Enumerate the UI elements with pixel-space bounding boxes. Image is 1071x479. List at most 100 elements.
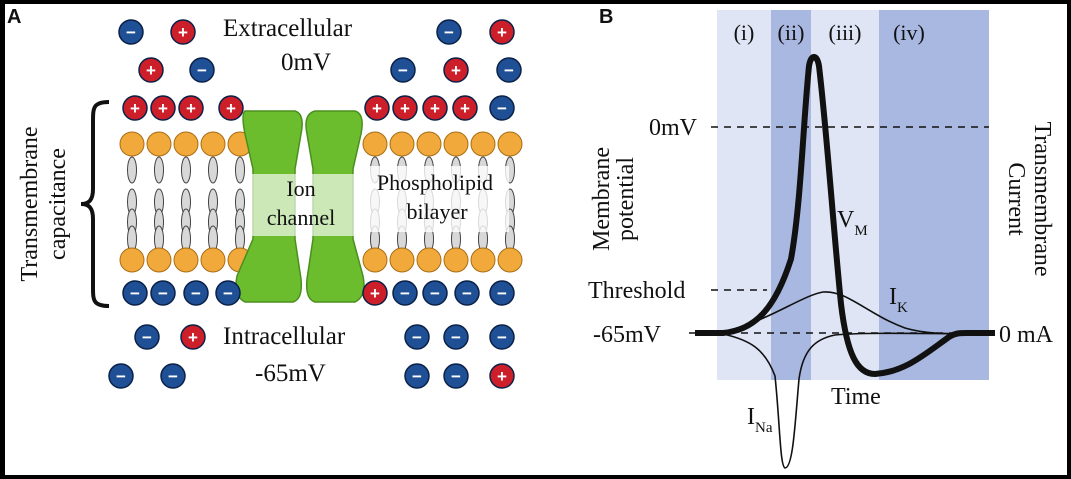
lipid-head (443, 247, 469, 273)
positive-ion (178, 95, 204, 121)
negative-ion-sign: − (398, 61, 408, 80)
negative-ion-sign: − (451, 328, 461, 347)
lipid-head (389, 247, 415, 273)
lipid-head (389, 131, 415, 157)
negative-ion-sign: − (116, 367, 126, 386)
negative-ion-sign: − (412, 367, 422, 386)
negative-ion-sign: − (400, 284, 410, 303)
negative-ion-sign: − (451, 367, 461, 386)
negative-ion (496, 57, 522, 83)
lipid-head (470, 131, 496, 157)
positive-ion-sign: + (186, 99, 196, 118)
ina-label: INa (747, 404, 773, 436)
bilayer-label-line1: Phospholipid (377, 170, 493, 195)
vm-label-main: V (837, 207, 855, 233)
negative-ion (150, 280, 176, 306)
positive-ion (422, 95, 448, 121)
lipid-head (146, 131, 172, 157)
negative-ion (422, 280, 448, 306)
negative-ion-sign: − (130, 284, 140, 303)
negative-ion-sign: − (504, 61, 514, 80)
negative-ion (489, 95, 515, 121)
negative-ion (122, 280, 148, 306)
negative-ion (454, 280, 480, 306)
positive-ion-sign: + (158, 99, 168, 118)
phase-label-i: (i) (734, 20, 755, 45)
negative-ion (183, 280, 209, 306)
time-label: Time (831, 384, 881, 410)
ion-channel: Ion channel (235, 110, 365, 303)
lipid-tail (127, 156, 137, 184)
negative-ion (436, 19, 462, 45)
positive-ion-sign: + (370, 284, 380, 303)
negative-ion-sign: − (142, 328, 152, 347)
positive-ion-sign: + (451, 61, 461, 80)
negative-ion (215, 280, 241, 306)
extracellular-label: Extracellular (223, 15, 353, 42)
lipid-head (119, 247, 145, 273)
negative-ion-sign: − (497, 99, 507, 118)
positive-ion (489, 19, 515, 45)
lipid-head (416, 247, 442, 273)
negative-ion-sign: − (444, 23, 454, 42)
figure-panel: A Extracellular 0mV Intracellular -65mV … (5, 4, 1067, 475)
positive-ion-sign: + (372, 99, 382, 118)
negative-ion-sign: − (223, 284, 233, 303)
resting-potential-label: -65mV (593, 322, 662, 348)
ion-channel-label-line2: channel (267, 205, 335, 230)
lipid-tail (208, 156, 218, 184)
positive-ion (218, 95, 244, 121)
capacitance-label-line1: Transmembrane (17, 126, 43, 281)
bilayer-label-backdrop (367, 166, 509, 232)
negative-ion (489, 324, 515, 350)
phase-background-ii (771, 10, 811, 380)
lipid-head (416, 131, 442, 157)
positive-ion (180, 324, 206, 350)
extracellular-voltage: 0mV (281, 49, 331, 76)
negative-ion (443, 363, 469, 389)
intracellular-voltage: -65mV (255, 360, 326, 387)
ina-label-subscript: Na (755, 420, 773, 436)
zero-ma-label: 0 mA (999, 322, 1054, 348)
threshold-label: Threshold (588, 278, 685, 304)
positive-ion (138, 57, 164, 83)
lipid-head (497, 247, 523, 273)
ion-channel-label-backdrop (249, 174, 365, 236)
positive-ion-sign: + (146, 61, 156, 80)
negative-ion-sign: − (197, 61, 207, 80)
positive-ion (362, 280, 388, 306)
membrane-potential-axis-label: Membrane potential (589, 147, 639, 251)
negative-ion-sign: − (430, 284, 440, 303)
panel-a-letter: A (7, 6, 21, 28)
positive-ion-sign: + (497, 23, 507, 42)
ik-label-main: I (889, 284, 897, 310)
negative-ion (134, 324, 160, 350)
negative-ion-sign: − (158, 284, 168, 303)
zero-mv-label: 0mV (649, 115, 698, 141)
lipid-tail (235, 156, 245, 184)
negative-ion (108, 363, 134, 389)
positive-ion (364, 95, 390, 121)
positive-ion-sign: + (130, 99, 140, 118)
negative-ion (118, 19, 144, 45)
phase-label-iii: (iii) (829, 20, 862, 45)
negative-ion (160, 363, 186, 389)
negative-ion-sign: − (168, 367, 178, 386)
intracellular-label: Intracellular (223, 323, 346, 350)
negative-ion-sign: − (462, 284, 472, 303)
positive-ion (122, 95, 148, 121)
figure-canvas: A Extracellular 0mV Intracellular -65mV … (7, 6, 1055, 469)
positive-ion (392, 95, 418, 121)
negative-ion (404, 324, 430, 350)
positive-ion (150, 95, 176, 121)
transmembrane-current-axis-label: Transmembrane Current (1003, 121, 1055, 276)
capacitance-label-line2: capacitance (45, 148, 71, 260)
ion-channel-label-line1: Ion (286, 176, 315, 201)
ik-label: IK (889, 284, 908, 316)
vm-label-subscript: M (854, 223, 867, 239)
membrane-potential-trace (695, 54, 995, 377)
positive-ion (443, 57, 469, 83)
lipid-head (119, 131, 145, 157)
negative-ion-sign: − (497, 328, 507, 347)
